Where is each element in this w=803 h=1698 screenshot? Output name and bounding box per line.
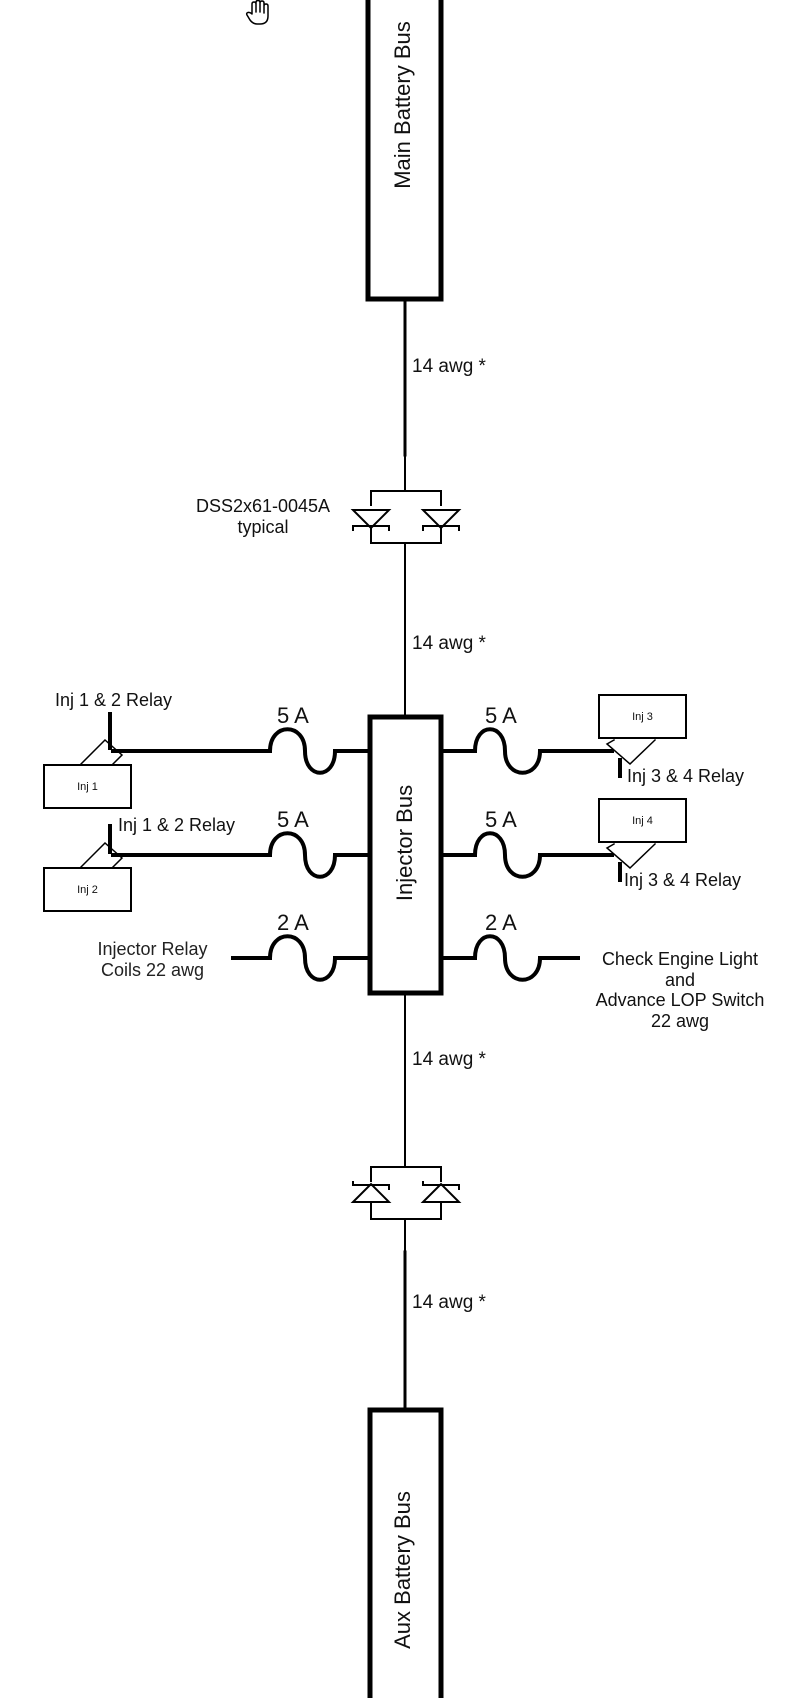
fuse-icon	[472, 727, 543, 775]
load-line: Coils 22 awg	[100, 959, 205, 980]
wire-gauge-label: 14 awg *	[412, 1049, 486, 1070]
fuse-icon	[472, 831, 543, 879]
aux-battery-bus-label: Aux Battery Bus	[390, 1491, 415, 1649]
fuse-icon	[267, 934, 338, 982]
diode-icon	[350, 509, 392, 530]
relay-label-right-2: Inj 3 & 4 Relay	[624, 870, 742, 890]
load-line: and	[664, 969, 696, 990]
injector-bus-label: Injector Bus	[392, 784, 417, 902]
relay-contact-icon	[605, 842, 657, 870]
diode-icon	[420, 509, 462, 530]
relay-label-left-1: Inj 1 & 2 Relay	[55, 690, 173, 710]
diode-note: typical	[237, 516, 289, 537]
diode-icon	[350, 1182, 392, 1203]
wire-gauge-label: 14 awg *	[412, 356, 486, 377]
right-branch-3	[439, 934, 580, 982]
relay-contact-icon	[605, 738, 657, 766]
relay-contact-icon	[78, 841, 124, 870]
wire-gauge-label: 14 awg *	[412, 1292, 486, 1313]
fuse-rating-right-3: 2 A	[485, 910, 517, 935]
relay-label-right-1: Inj 3 & 4 Relay	[627, 766, 745, 786]
injector-box-3[interactable]	[598, 694, 687, 739]
wire-gauge-label: 14 awg *	[412, 633, 486, 654]
hand-cursor-icon	[245, 0, 269, 25]
right-branch-1	[439, 727, 622, 778]
aux-battery-bus[interactable]	[367, 1407, 444, 1698]
left-branch-3	[231, 934, 372, 982]
fuse-rating-left-3: 2 A	[277, 910, 309, 935]
injector-box-2[interactable]	[43, 867, 132, 912]
diode-pair-bottom[interactable]	[350, 1166, 462, 1253]
fuse-rating-left-1: 5 A	[277, 703, 309, 728]
left-branch-1	[108, 712, 372, 775]
diode-pair-top[interactable]	[350, 490, 462, 717]
diode-icon	[420, 1182, 462, 1203]
injector-box-1[interactable]	[43, 764, 132, 809]
load-line: Advance LOP Switch	[595, 990, 765, 1011]
injector-label-1: Inj 1	[77, 781, 98, 793]
fuse-rating-right-1: 5 A	[485, 703, 517, 728]
fuse-rating-right-2: 5 A	[485, 807, 517, 832]
injector-relay-coils-label: Injector Relay Coils 22 awg	[85, 939, 220, 980]
load-line: 22 awg	[650, 1011, 710, 1032]
relay-contact-icon	[78, 738, 124, 767]
check-engine-light-label: Check Engine Light and Advance LOP Switc…	[585, 949, 775, 1032]
main-battery-bus-label: Main Battery Bus	[390, 21, 415, 189]
load-line: Check Engine Light	[601, 949, 759, 969]
fuse-icon	[472, 934, 543, 982]
load-line: Injector Relay	[97, 939, 208, 959]
right-branch-2	[439, 831, 622, 882]
fuse-icon	[267, 831, 338, 879]
injector-label-3: Inj 3	[632, 711, 653, 723]
injector-box-4[interactable]	[598, 798, 687, 843]
diode-part-number: DSS2x61-0045A	[195, 496, 331, 516]
diode-part-label: DSS2x61-0045A typical	[188, 496, 338, 537]
fuse-rating-left-2: 5 A	[277, 807, 309, 832]
injector-label-2: Inj 2	[77, 884, 98, 896]
left-branch-2	[108, 824, 372, 879]
fuse-icon	[267, 727, 338, 775]
relay-label-left-2: Inj 1 & 2 Relay	[118, 815, 236, 835]
injector-label-4: Inj 4	[632, 815, 653, 827]
